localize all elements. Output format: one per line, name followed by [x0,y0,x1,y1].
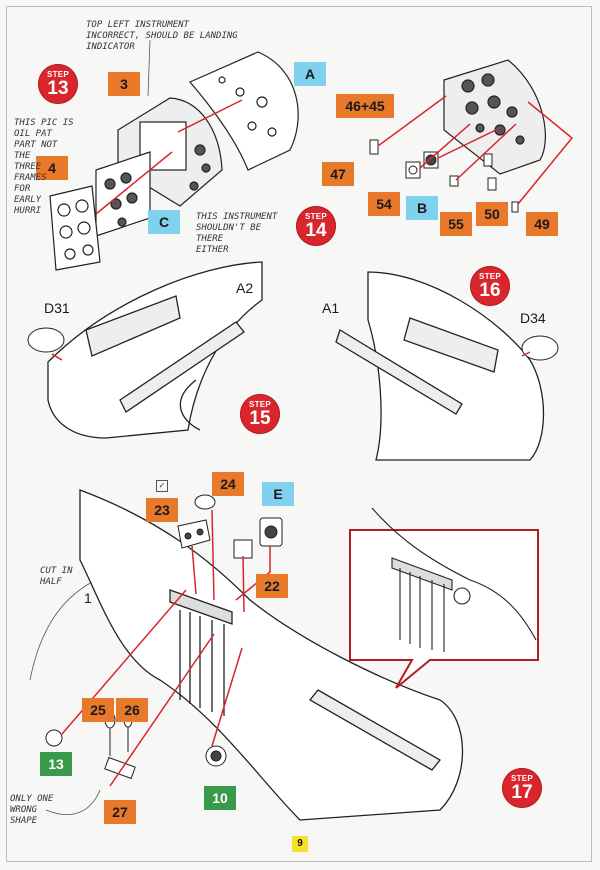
part-24-tag: 24 [212,472,244,496]
pencil-marks [29,39,151,815]
part-27-tag: 27 [104,800,136,824]
part-54-tag: 54 [368,192,400,216]
part-b-tag: B [406,196,438,220]
red-arrows-top [95,95,574,215]
part-49-tag: 49 [526,212,558,236]
part-23-tag: 23 [146,498,178,522]
label-d31: D31 [44,300,70,316]
part-10-tag: 10 [204,786,236,810]
part-25-tag: 25 [82,698,114,722]
part-a-tag: A [294,62,326,86]
panel-c-drawing [95,151,151,237]
label-a2: A2 [236,280,254,296]
part-e-tag: E [262,482,294,506]
part-47-tag: 47 [322,162,354,186]
part-50-tag: 50 [476,202,508,226]
label-part-1: 1 [84,590,92,606]
part-13-tag: 13 [40,752,72,776]
fuselage-a2-drawing [47,261,263,439]
panel-a-drawing [189,51,299,171]
part-26-tag: 26 [116,698,148,722]
page-number: 9 [292,836,308,852]
dome-d31 [27,327,65,353]
part-46-45-tag: 46+45 [336,94,394,118]
fuselage-17-drawing [79,489,464,821]
panel-b-drawing [443,59,546,175]
panel-4-drawing [49,185,101,271]
page-frame [6,6,592,862]
inset-detail [371,507,537,652]
dome-d34 [521,335,559,361]
part-4-tag: 4 [36,156,68,180]
note-left-side: THIS PIC IS OIL PAT PART NOT THE THREE F… [14,118,74,216]
part-22-tag: 22 [256,574,288,598]
note-top-left-instrument: TOP LEFT INSTRUMENT INCORRECT, SHOULD BE… [86,20,238,52]
check-box: ✓ [156,480,168,492]
note-cut-in-half: CUT IN HALF [40,566,73,587]
label-d34: D34 [520,310,546,326]
part-c-tag: C [148,210,180,234]
part-3-tag: 3 [108,72,140,96]
note-wrong-shape: ONLY ONE WRONG SHAPE [10,794,54,826]
label-a1: A1 [322,300,340,316]
small-parts-14 [369,139,519,213]
note-instrument: THIS INSTRUMENT SHOULDN'T BE THERE EITHE… [196,212,278,255]
fuselage-a1-drawing [335,271,545,461]
small-parts-17 [45,494,283,780]
part-55-tag: 55 [440,212,472,236]
